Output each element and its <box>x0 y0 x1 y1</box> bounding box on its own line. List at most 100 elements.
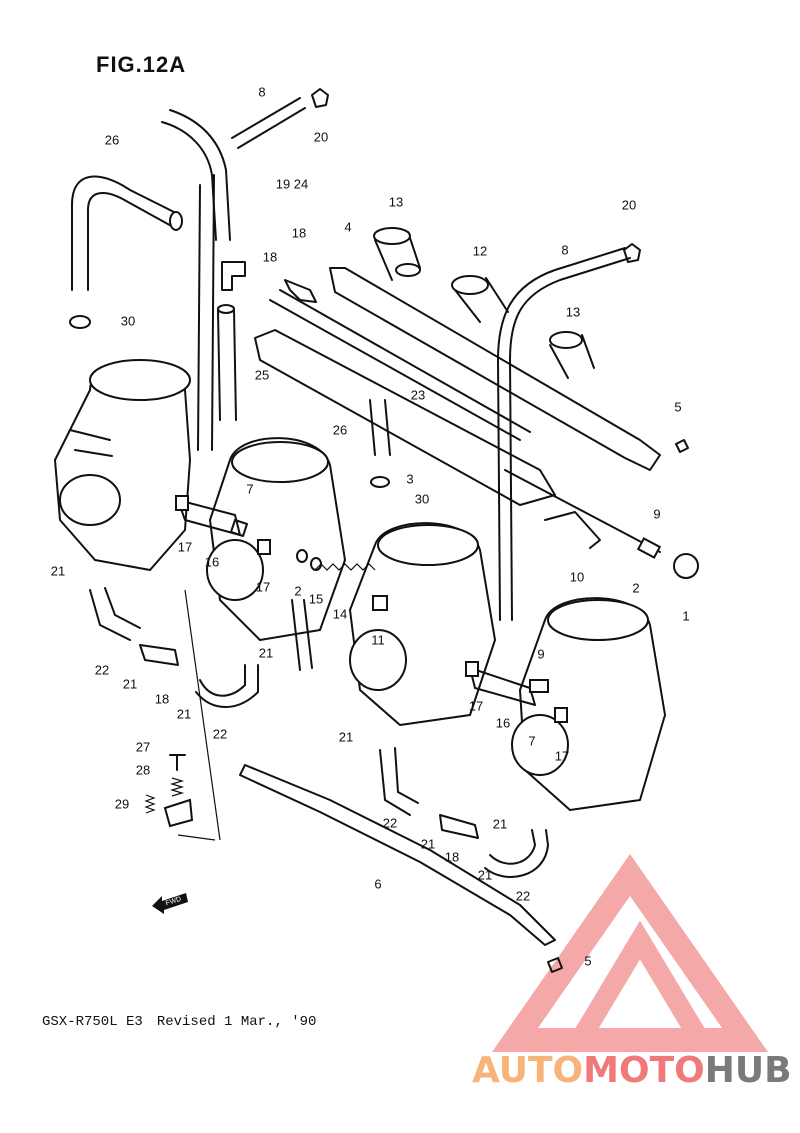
hose-26 <box>71 175 181 291</box>
model-code: GSX-R750L E3 <box>42 1014 143 1030</box>
clip-20 <box>311 88 329 108</box>
callout-17: 17 <box>555 748 569 763</box>
callout-21: 21 <box>123 676 137 691</box>
fitting-16-right <box>469 667 536 706</box>
carburetor-2 <box>206 437 346 641</box>
clip-30-right <box>370 476 390 488</box>
callout-18: 18 <box>292 225 306 240</box>
callout-30: 30 <box>121 313 135 328</box>
callout-17: 17 <box>469 698 483 713</box>
bracket-plate-3 <box>254 329 556 506</box>
spring-28 <box>169 777 185 797</box>
callout-4: 4 <box>344 219 351 234</box>
watermark-part-2: MOTO <box>583 1050 705 1091</box>
callout-26: 26 <box>333 422 347 437</box>
hose-8-upper <box>231 97 306 149</box>
tube-13-b <box>549 334 595 379</box>
bar-23 <box>269 289 531 441</box>
callout-18: 18 <box>155 691 169 706</box>
spring-29 <box>144 794 156 814</box>
cable-cap-1 <box>673 553 699 579</box>
joint-18-c <box>139 644 179 666</box>
callout-9: 9 <box>537 646 544 661</box>
callout-22: 22 <box>383 815 397 830</box>
callout-11: 11 <box>371 632 385 647</box>
callout-18: 18 <box>263 249 277 264</box>
hose-22-d <box>484 829 549 878</box>
callout-13: 13 <box>389 194 403 209</box>
callout-12: 12 <box>473 243 487 258</box>
callout-21: 21 <box>493 816 507 831</box>
callout-20: 20 <box>314 129 328 144</box>
callout-9: 9 <box>653 506 660 521</box>
hose-25 <box>217 309 237 421</box>
joint-18-a <box>221 261 246 291</box>
fitting-17-d <box>554 707 568 723</box>
callout-8: 8 <box>561 242 568 257</box>
callout-21: 21 <box>177 706 191 721</box>
revision-date: Revised 1 Mar., '90 <box>156 1014 317 1030</box>
carburetor-1 <box>54 359 191 571</box>
fitting-17-c <box>465 661 479 677</box>
hose-25-top <box>217 304 235 314</box>
callout-22: 22 <box>95 662 109 677</box>
callout-27: 27 <box>136 739 150 754</box>
callout-13: 13 <box>566 304 580 319</box>
callout-6: 6 <box>374 876 381 891</box>
cap-7-left <box>230 519 248 537</box>
hose-22-b <box>195 664 259 708</box>
callout-23: 23 <box>411 387 425 402</box>
callout-7: 7 <box>246 481 253 496</box>
hose-22-c <box>379 747 419 816</box>
hose-8-right <box>497 247 631 621</box>
leader-group <box>177 589 221 841</box>
callout-22: 22 <box>516 888 530 903</box>
bracket-plate-4 <box>329 267 661 471</box>
callout-2: 2 <box>294 583 301 598</box>
throttle-cable <box>504 469 661 553</box>
screw-5-top <box>675 439 689 453</box>
fitting-17-a <box>175 495 189 511</box>
fitting-17-b <box>257 539 271 555</box>
footer-info: GSX-R750L E3 Revised 1 Mar., '90 <box>42 1014 330 1030</box>
callout-10: 10 <box>570 569 584 584</box>
tube-12 <box>454 277 509 323</box>
screw-27 <box>169 754 186 771</box>
callout-5: 5 <box>584 953 591 968</box>
clip-30 <box>69 315 91 329</box>
joint-18-b <box>284 279 317 303</box>
callout-28: 28 <box>136 762 150 777</box>
callout-15: 15 <box>309 591 323 606</box>
watermark-text: AUTOMOTOHUB <box>472 1050 792 1091</box>
joint-18-d <box>439 814 479 839</box>
automotohub-logo-icon <box>492 854 768 1052</box>
callout-30: 30 <box>415 491 429 506</box>
ring-15 <box>310 557 322 571</box>
callout-20: 20 <box>622 197 636 212</box>
cable-end-9 <box>636 537 662 559</box>
callout-21: 21 <box>339 729 353 744</box>
callout-1: 1 <box>682 608 689 623</box>
callout-17: 17 <box>256 579 270 594</box>
callout-19-24: 19 24 <box>276 176 309 191</box>
tube-13-b-top <box>549 331 583 349</box>
callout-14: 14 <box>333 606 347 621</box>
hose-26-end <box>169 211 183 231</box>
callout-18: 18 <box>445 849 459 864</box>
callout-21: 21 <box>421 836 435 851</box>
callout-26: 26 <box>105 132 119 147</box>
shaft-14 <box>291 599 313 671</box>
callout-21: 21 <box>51 563 65 578</box>
hose-26-right <box>369 399 391 456</box>
watermark-part-3: HUB <box>704 1050 792 1091</box>
callout-25: 25 <box>255 367 269 382</box>
figure-title: FIG.12A <box>96 52 187 77</box>
callout-21: 21 <box>478 867 492 882</box>
callout-29: 29 <box>115 796 129 811</box>
callout-3: 3 <box>406 471 413 486</box>
bracket-6 <box>239 764 556 946</box>
carburetor-4 <box>511 597 666 811</box>
callout-5: 5 <box>674 399 681 414</box>
